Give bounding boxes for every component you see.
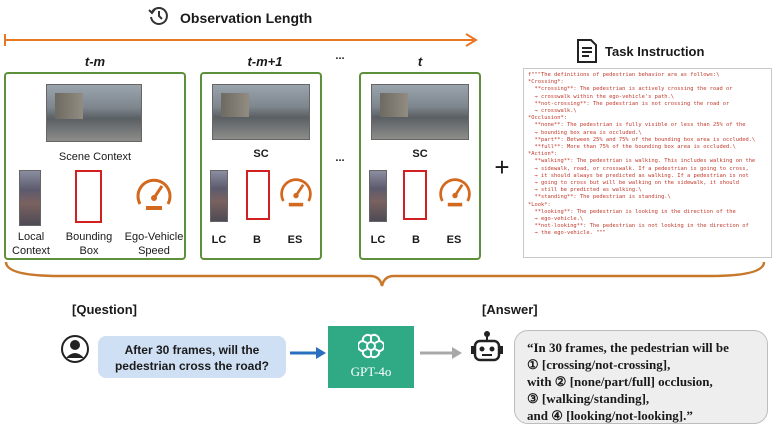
document-icon: [577, 39, 597, 63]
task-instruction-line: → the ego-vehicle. """: [528, 230, 606, 237]
answer-line-5: and ④ [looking/not-looking].”: [527, 408, 693, 423]
robot-icon: [471, 331, 503, 362]
task-instruction-line: *Look*:: [528, 201, 551, 208]
clock-history-icon: [148, 7, 168, 25]
task-instruction-line: **full**: More than 75% of the bounding …: [528, 144, 736, 151]
bounding-box-shape: [246, 170, 270, 220]
local-context-label: LC: [370, 234, 386, 246]
task-instruction-line: → sidewalk, road, or crosswalk. If a ped…: [528, 165, 749, 172]
local-context-label: Local Context: [12, 231, 50, 257]
question-line-2: pedestrian cross the road?: [114, 359, 270, 373]
task-instruction-line: **walking**: The pedestrian is walking. …: [528, 158, 756, 165]
question-bubble: After 30 frames, will the pedestrian cro…: [98, 336, 286, 378]
arrow-to-model: [290, 347, 326, 359]
answer-line-1: “In 30 frames, the pedestrian will be: [527, 340, 729, 355]
answer-line-2: ① [crossing/not-crossing],: [527, 357, 671, 372]
frame-box-t-m: Scene Context Local Context Bounding Box…: [4, 72, 186, 260]
frame-title-t: t: [417, 54, 423, 69]
gpt-model-box: GPT-4o: [328, 326, 414, 388]
scene-context-label: SC: [253, 148, 269, 160]
observation-timeline-arrow: [4, 33, 478, 47]
local-context-image: [369, 170, 387, 222]
task-instruction-line: *Crossing*:: [528, 79, 564, 86]
frame-box-t: SC LC B ES: [359, 72, 481, 260]
task-instruction-line: → ego-vehicle.\: [528, 216, 584, 223]
bounding-box-label: Bounding Box: [65, 231, 113, 257]
answer-line-3: with ② [none/part/full] occlusion,: [527, 374, 713, 389]
bounding-box-label: B: [412, 234, 420, 246]
answer-line-4: ③ [walking/standing],: [527, 391, 650, 406]
openai-logo-icon: [357, 333, 385, 359]
observation-length-title: Observation Length: [180, 10, 313, 26]
task-instruction-line: **standing**: The pedestrian is standing…: [528, 194, 671, 201]
speedometer-icon: [136, 178, 172, 210]
bounding-box-shape: [75, 170, 102, 223]
frame-title-t-m: t-m: [84, 54, 106, 69]
question-heading: [Question]: [72, 302, 137, 317]
scene-context-image: [212, 84, 310, 140]
task-instruction-line: → still be predicted as walking.\: [528, 187, 642, 194]
frame-box-t-m-plus-1: SC LC B ES: [200, 72, 322, 260]
task-instruction-line: **crossing**: The pedestrian is actively…: [528, 86, 733, 93]
task-instruction-line: → crosswalk within the ego-vehicle's pat…: [528, 93, 675, 100]
task-instruction-line: → going to cross but will be walking on …: [528, 180, 739, 187]
task-instruction-line: *Occlusion*:: [528, 115, 567, 122]
ego-vehicle-speed-label: Ego-Vehicle Speed: [124, 231, 184, 257]
ellipsis-middle: ...: [335, 152, 345, 164]
task-instruction-line: **not-crossing**: The pedestrian is not …: [528, 100, 730, 107]
task-instruction-box: f"""The definitions of pedestrian behavi…: [523, 68, 772, 258]
task-instruction-line: **part**: Between 25% and 75% of the bou…: [528, 136, 756, 143]
task-instruction-line: → crosswalk.\: [528, 108, 577, 115]
ego-vehicle-speed-label: ES: [446, 234, 462, 246]
gpt-model-label: GPT-4o: [350, 364, 392, 379]
task-instruction-title: Task Instruction: [605, 44, 705, 59]
task-instruction-line: *Action*:: [528, 151, 558, 158]
local-context-image: [210, 170, 228, 222]
task-instruction-line: **not-looking**: The pedestrian is not l…: [528, 223, 749, 230]
task-instruction-line: **none**: The pedestrian is fully visibl…: [528, 122, 746, 129]
task-instruction-line: → it should always be predicted as walki…: [528, 172, 749, 179]
scene-context-image: [371, 84, 469, 140]
task-instruction-line: f"""The definitions of pedestrian behavi…: [528, 72, 720, 78]
user-avatar-icon: [61, 335, 89, 363]
frame-title-t-m-plus-1: t-m+1: [247, 54, 283, 69]
answer-heading: [Answer]: [482, 302, 538, 317]
scene-context-label: SC: [412, 148, 428, 160]
scene-context-label: Scene Context: [58, 151, 132, 163]
answer-bubble: “In 30 frames, the pedestrian will be ① …: [514, 330, 768, 424]
task-instruction-text: f"""The definitions of pedestrian behavi…: [528, 72, 767, 238]
question-line-1: After 30 frames, will the: [124, 343, 260, 357]
ego-vehicle-speed-label: ES: [287, 234, 303, 246]
bounding-box-shape: [403, 170, 427, 220]
bounding-box-label: B: [253, 234, 261, 246]
speedometer-icon: [280, 178, 312, 207]
speedometer-icon: [439, 178, 471, 207]
task-instruction-line: → bounding box area is occluded.\: [528, 129, 642, 136]
local-context-label: LC: [211, 234, 227, 246]
task-instruction-line: **looking**: The pedestrian is looking i…: [528, 208, 736, 215]
ellipsis-top: ...: [335, 50, 345, 62]
scene-context-image: [46, 84, 142, 142]
plus-sign: +: [494, 152, 510, 182]
arrow-to-answer: [420, 347, 462, 359]
local-context-image: [19, 170, 41, 226]
merge-bracket: [4, 261, 766, 287]
